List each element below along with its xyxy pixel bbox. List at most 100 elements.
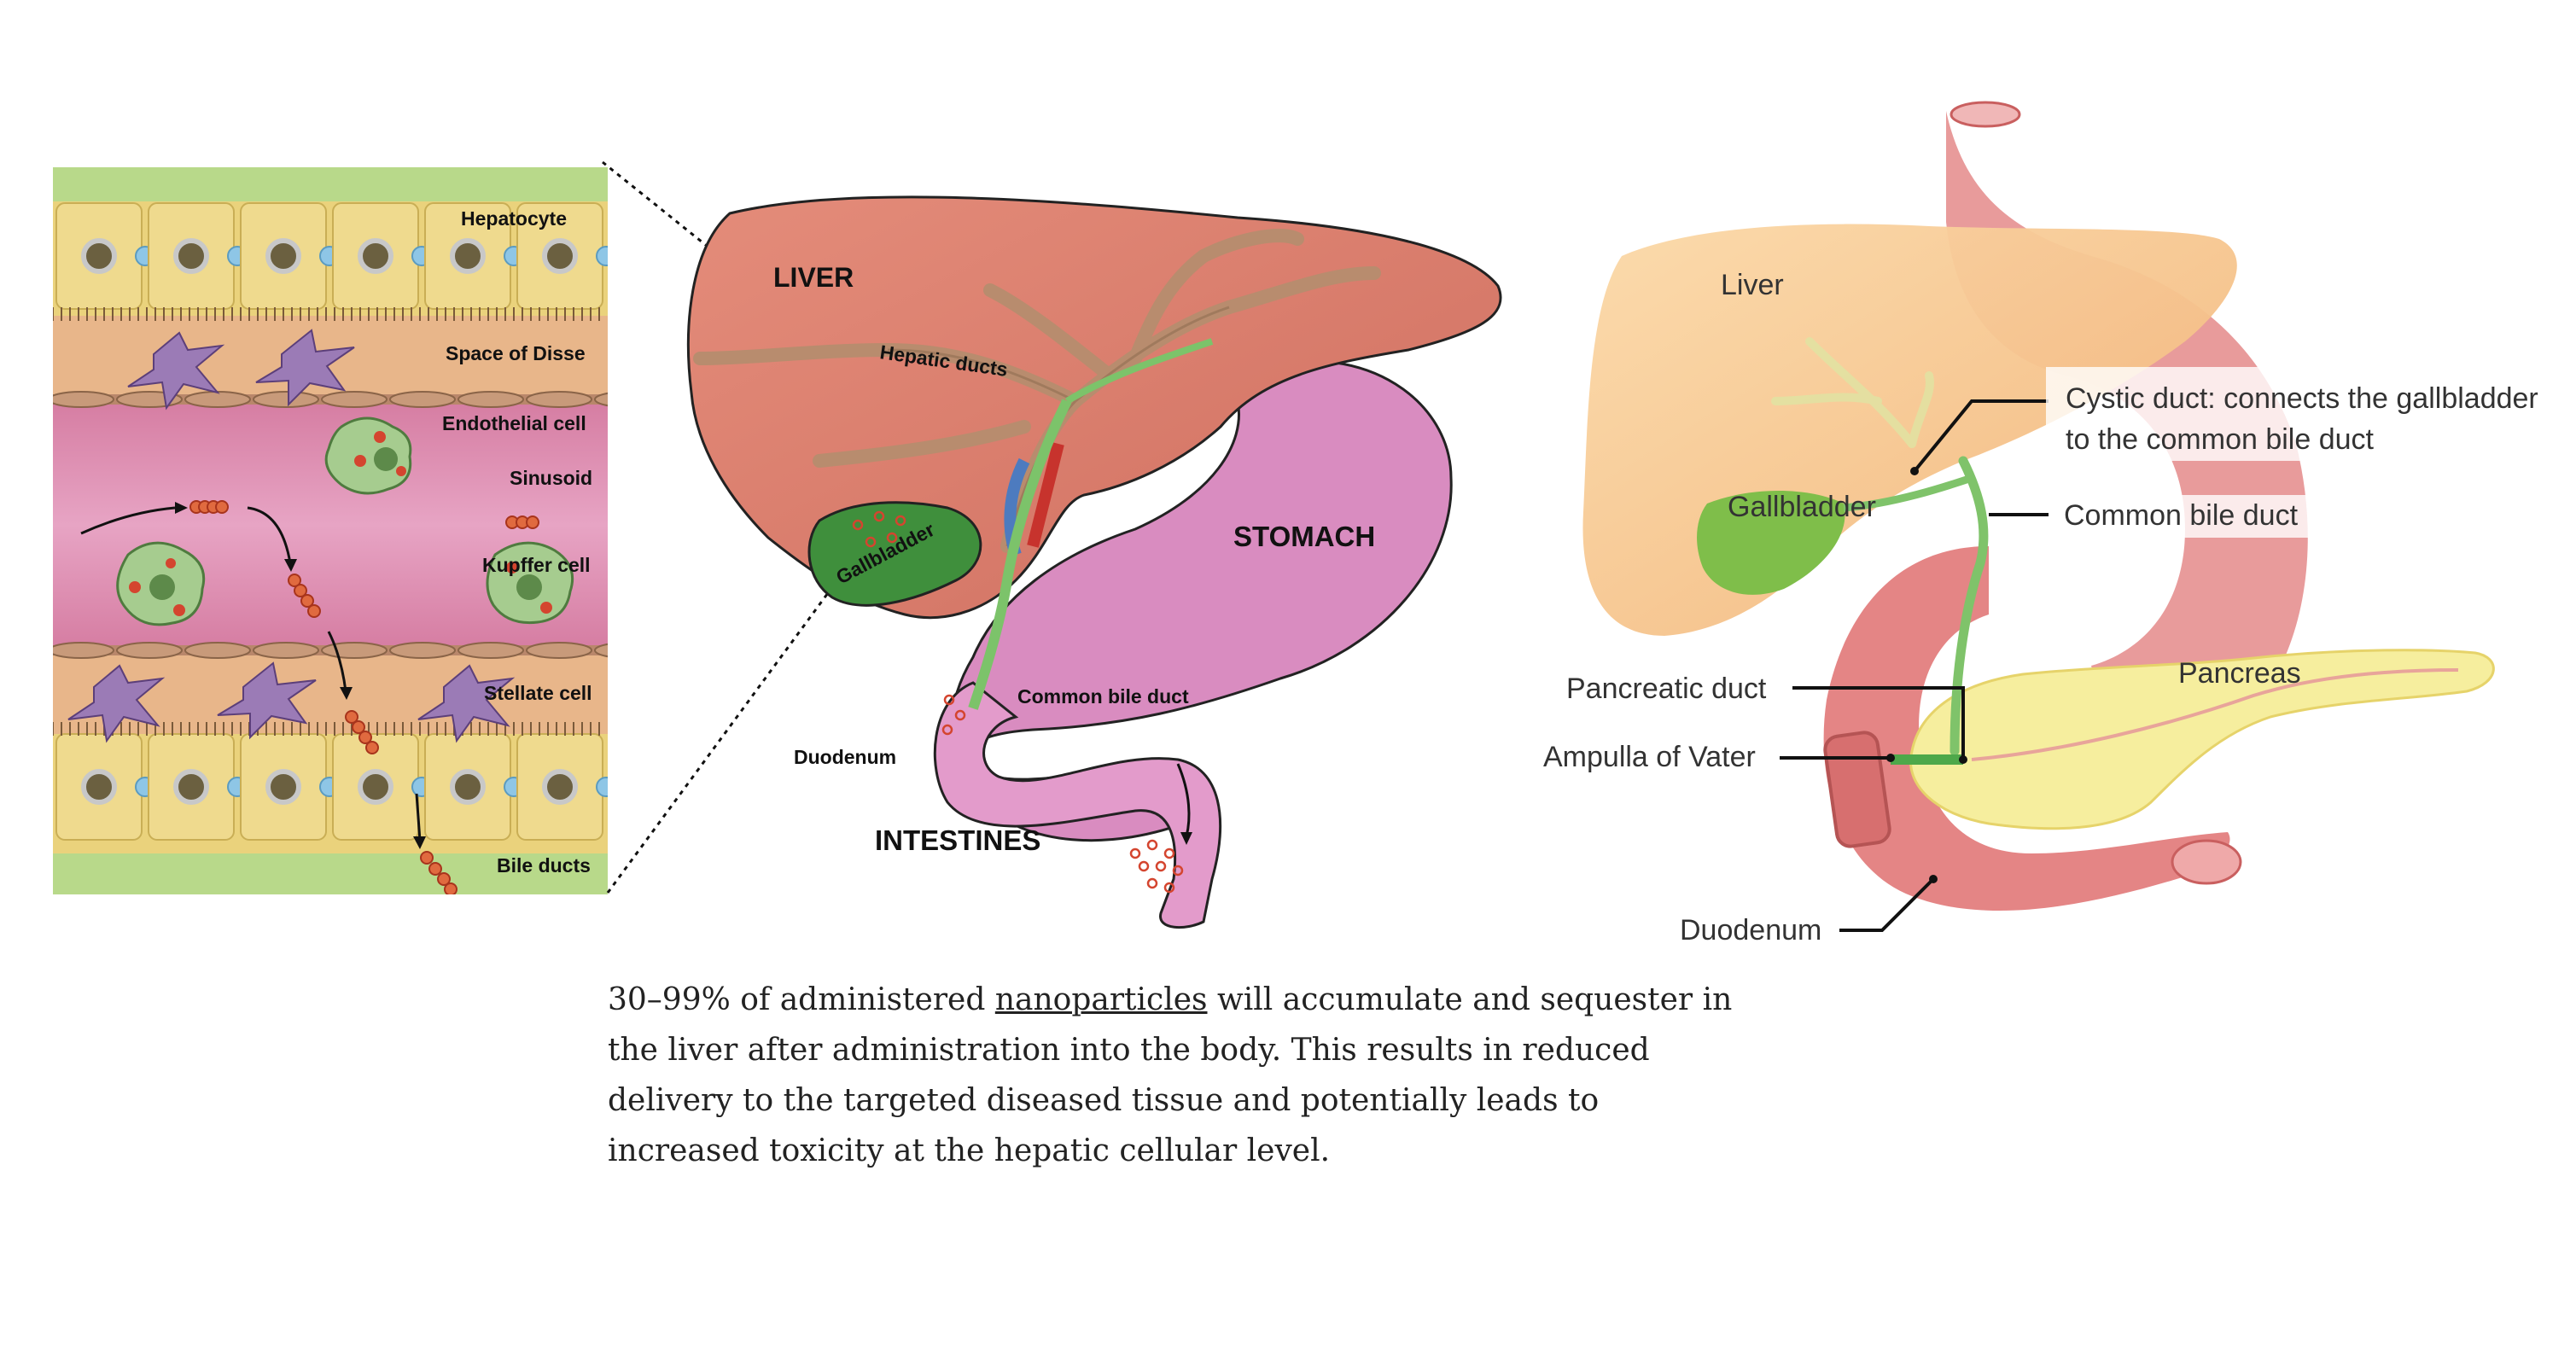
hepatic-artery bbox=[1027, 442, 1064, 548]
hepatocyte-nucleus bbox=[358, 238, 393, 274]
endothelial-cell bbox=[253, 391, 319, 408]
label-pancreas: Pancreas bbox=[2178, 657, 2301, 690]
label-common-bile-duct-middle: Common bile duct bbox=[1017, 685, 1189, 708]
caption-text-start: 30–99% of administered bbox=[608, 982, 995, 1017]
label-hepatocyte: Hepatocyte bbox=[461, 207, 567, 230]
endothelial-cell bbox=[253, 642, 319, 659]
nanoparticle bbox=[526, 515, 539, 529]
pancreas-shape bbox=[1909, 649, 2495, 830]
biliary-anatomy-panel bbox=[1582, 101, 2550, 932]
label-common-bile-duct-right: Common bile duct bbox=[2064, 499, 2299, 532]
endothelial-cell bbox=[389, 642, 456, 659]
cell-junction bbox=[781, 778, 800, 796]
nanoparticle bbox=[444, 882, 458, 894]
label-pancreatic-duct: Pancreatic duct bbox=[1566, 673, 1767, 705]
bile-canaliculus-bottom bbox=[53, 853, 608, 894]
label-endothelial-cell: Endothelial cell bbox=[442, 412, 586, 434]
bile-canaliculus-top bbox=[53, 167, 608, 201]
nanoparticle bbox=[437, 872, 451, 886]
gallbladder-shape bbox=[807, 501, 982, 607]
endothelial-cell bbox=[389, 391, 456, 408]
label-stomach: STOMACH bbox=[1233, 521, 1375, 552]
nanoparticle-cluster bbox=[852, 510, 1184, 894]
hepatocyte-nucleus bbox=[358, 769, 393, 805]
gallbladder-right bbox=[1697, 491, 1845, 595]
esophagus-opening bbox=[1949, 101, 2021, 128]
nanoparticle bbox=[358, 731, 372, 744]
hepatocyte-nucleus bbox=[173, 238, 209, 274]
endothelial-cell bbox=[53, 642, 114, 659]
hepatocyte-nucleus bbox=[450, 769, 486, 805]
leader-lines bbox=[1780, 399, 2049, 932]
label-gallbladder-right: Gallbladder bbox=[1728, 491, 1876, 523]
hepatocyte-nucleus bbox=[450, 238, 486, 274]
label-duodenum-right: Duodenum bbox=[1680, 914, 1821, 946]
endothelial-cell bbox=[526, 391, 592, 408]
kupffer-cell bbox=[324, 416, 412, 495]
label-ampulla-of-vater: Ampulla of Vater bbox=[1543, 741, 1756, 773]
nanoparticle bbox=[365, 741, 379, 754]
endothelial-cell bbox=[321, 391, 388, 408]
hepatocyte-nucleus bbox=[81, 238, 117, 274]
common-bile-duct-right bbox=[1949, 456, 1989, 756]
endothelial-cell bbox=[184, 391, 251, 408]
nanoparticle-trail bbox=[80, 502, 426, 849]
hepatocyte-cell bbox=[609, 203, 695, 309]
label-cystic-duct-line2: to the common bile duct bbox=[2066, 423, 2375, 456]
label-liver-right: Liver bbox=[1721, 269, 1784, 301]
nanoparticle bbox=[288, 574, 301, 587]
hepatic-microstructure-panel bbox=[53, 167, 892, 894]
hepatocyte-nucleus bbox=[821, 772, 852, 802]
endothelial-cell bbox=[458, 391, 524, 408]
caption-text-end: will accumulate and sequester in the liv… bbox=[608, 982, 1733, 1168]
cell-junction bbox=[596, 777, 608, 797]
liver-digestive-panel bbox=[686, 195, 1502, 929]
endothelial-cell bbox=[53, 391, 114, 408]
intrahepatic-ducts bbox=[1771, 337, 1934, 448]
common-bile-duct-middle bbox=[968, 399, 1072, 710]
cell-junction bbox=[596, 246, 608, 266]
nanoparticle bbox=[428, 862, 442, 876]
cell-junction bbox=[873, 778, 892, 796]
main-pancreatic-duct bbox=[1971, 668, 2459, 761]
label-bile-ducts: Bile ducts bbox=[497, 854, 591, 877]
cystic-duct-label-bg bbox=[2046, 367, 2550, 461]
duodenum-right bbox=[1823, 546, 2230, 911]
label-duodenum-middle: Duodenum bbox=[794, 746, 896, 768]
hepatocyte-nucleus bbox=[542, 238, 578, 274]
common-bile-duct-label-bg bbox=[2049, 495, 2323, 538]
nanoparticle bbox=[300, 594, 314, 608]
intestine-shape bbox=[933, 681, 1222, 929]
hepatocyte-nucleus bbox=[265, 769, 301, 805]
duodenum-opening bbox=[2171, 839, 2242, 885]
hepatocyte-nucleus bbox=[265, 238, 301, 274]
cell-junction bbox=[689, 778, 708, 796]
nanoparticle bbox=[215, 500, 229, 514]
kupffer-cell bbox=[116, 541, 206, 626]
nanoparticle bbox=[307, 604, 321, 618]
label-kupffer-cell: Kupffer cell bbox=[482, 554, 591, 576]
label-intestines: INTESTINES bbox=[875, 824, 1040, 856]
endothelial-cell bbox=[526, 642, 592, 659]
nanoparticles-link[interactable]: nanoparticles bbox=[994, 982, 1208, 1017]
hepatocyte-nucleus bbox=[173, 769, 209, 805]
nanoparticle bbox=[345, 710, 358, 724]
figure-caption: 30–99% of administered nanoparticles wil… bbox=[608, 975, 1734, 1176]
stellate-cell bbox=[67, 329, 516, 743]
hepatocyte-nucleus bbox=[542, 769, 578, 805]
label-space-of-disse: Space of Disse bbox=[446, 342, 586, 364]
endothelial-cell bbox=[321, 642, 388, 659]
duodenum-window bbox=[1823, 731, 1891, 848]
nanoparticle bbox=[294, 584, 307, 597]
kupffer-cell bbox=[486, 541, 574, 625]
hepatocyte-cell bbox=[609, 734, 695, 840]
cystic-duct-right bbox=[1843, 474, 1973, 512]
label-liver-middle: LIVER bbox=[773, 262, 854, 293]
hepatocyte-nucleus bbox=[637, 241, 667, 271]
hepatocyte-cell bbox=[702, 734, 787, 840]
nanoparticle bbox=[420, 851, 434, 865]
microvilli bbox=[53, 307, 600, 321]
endothelial-cell bbox=[594, 643, 608, 658]
endothelial-cell bbox=[458, 642, 524, 659]
